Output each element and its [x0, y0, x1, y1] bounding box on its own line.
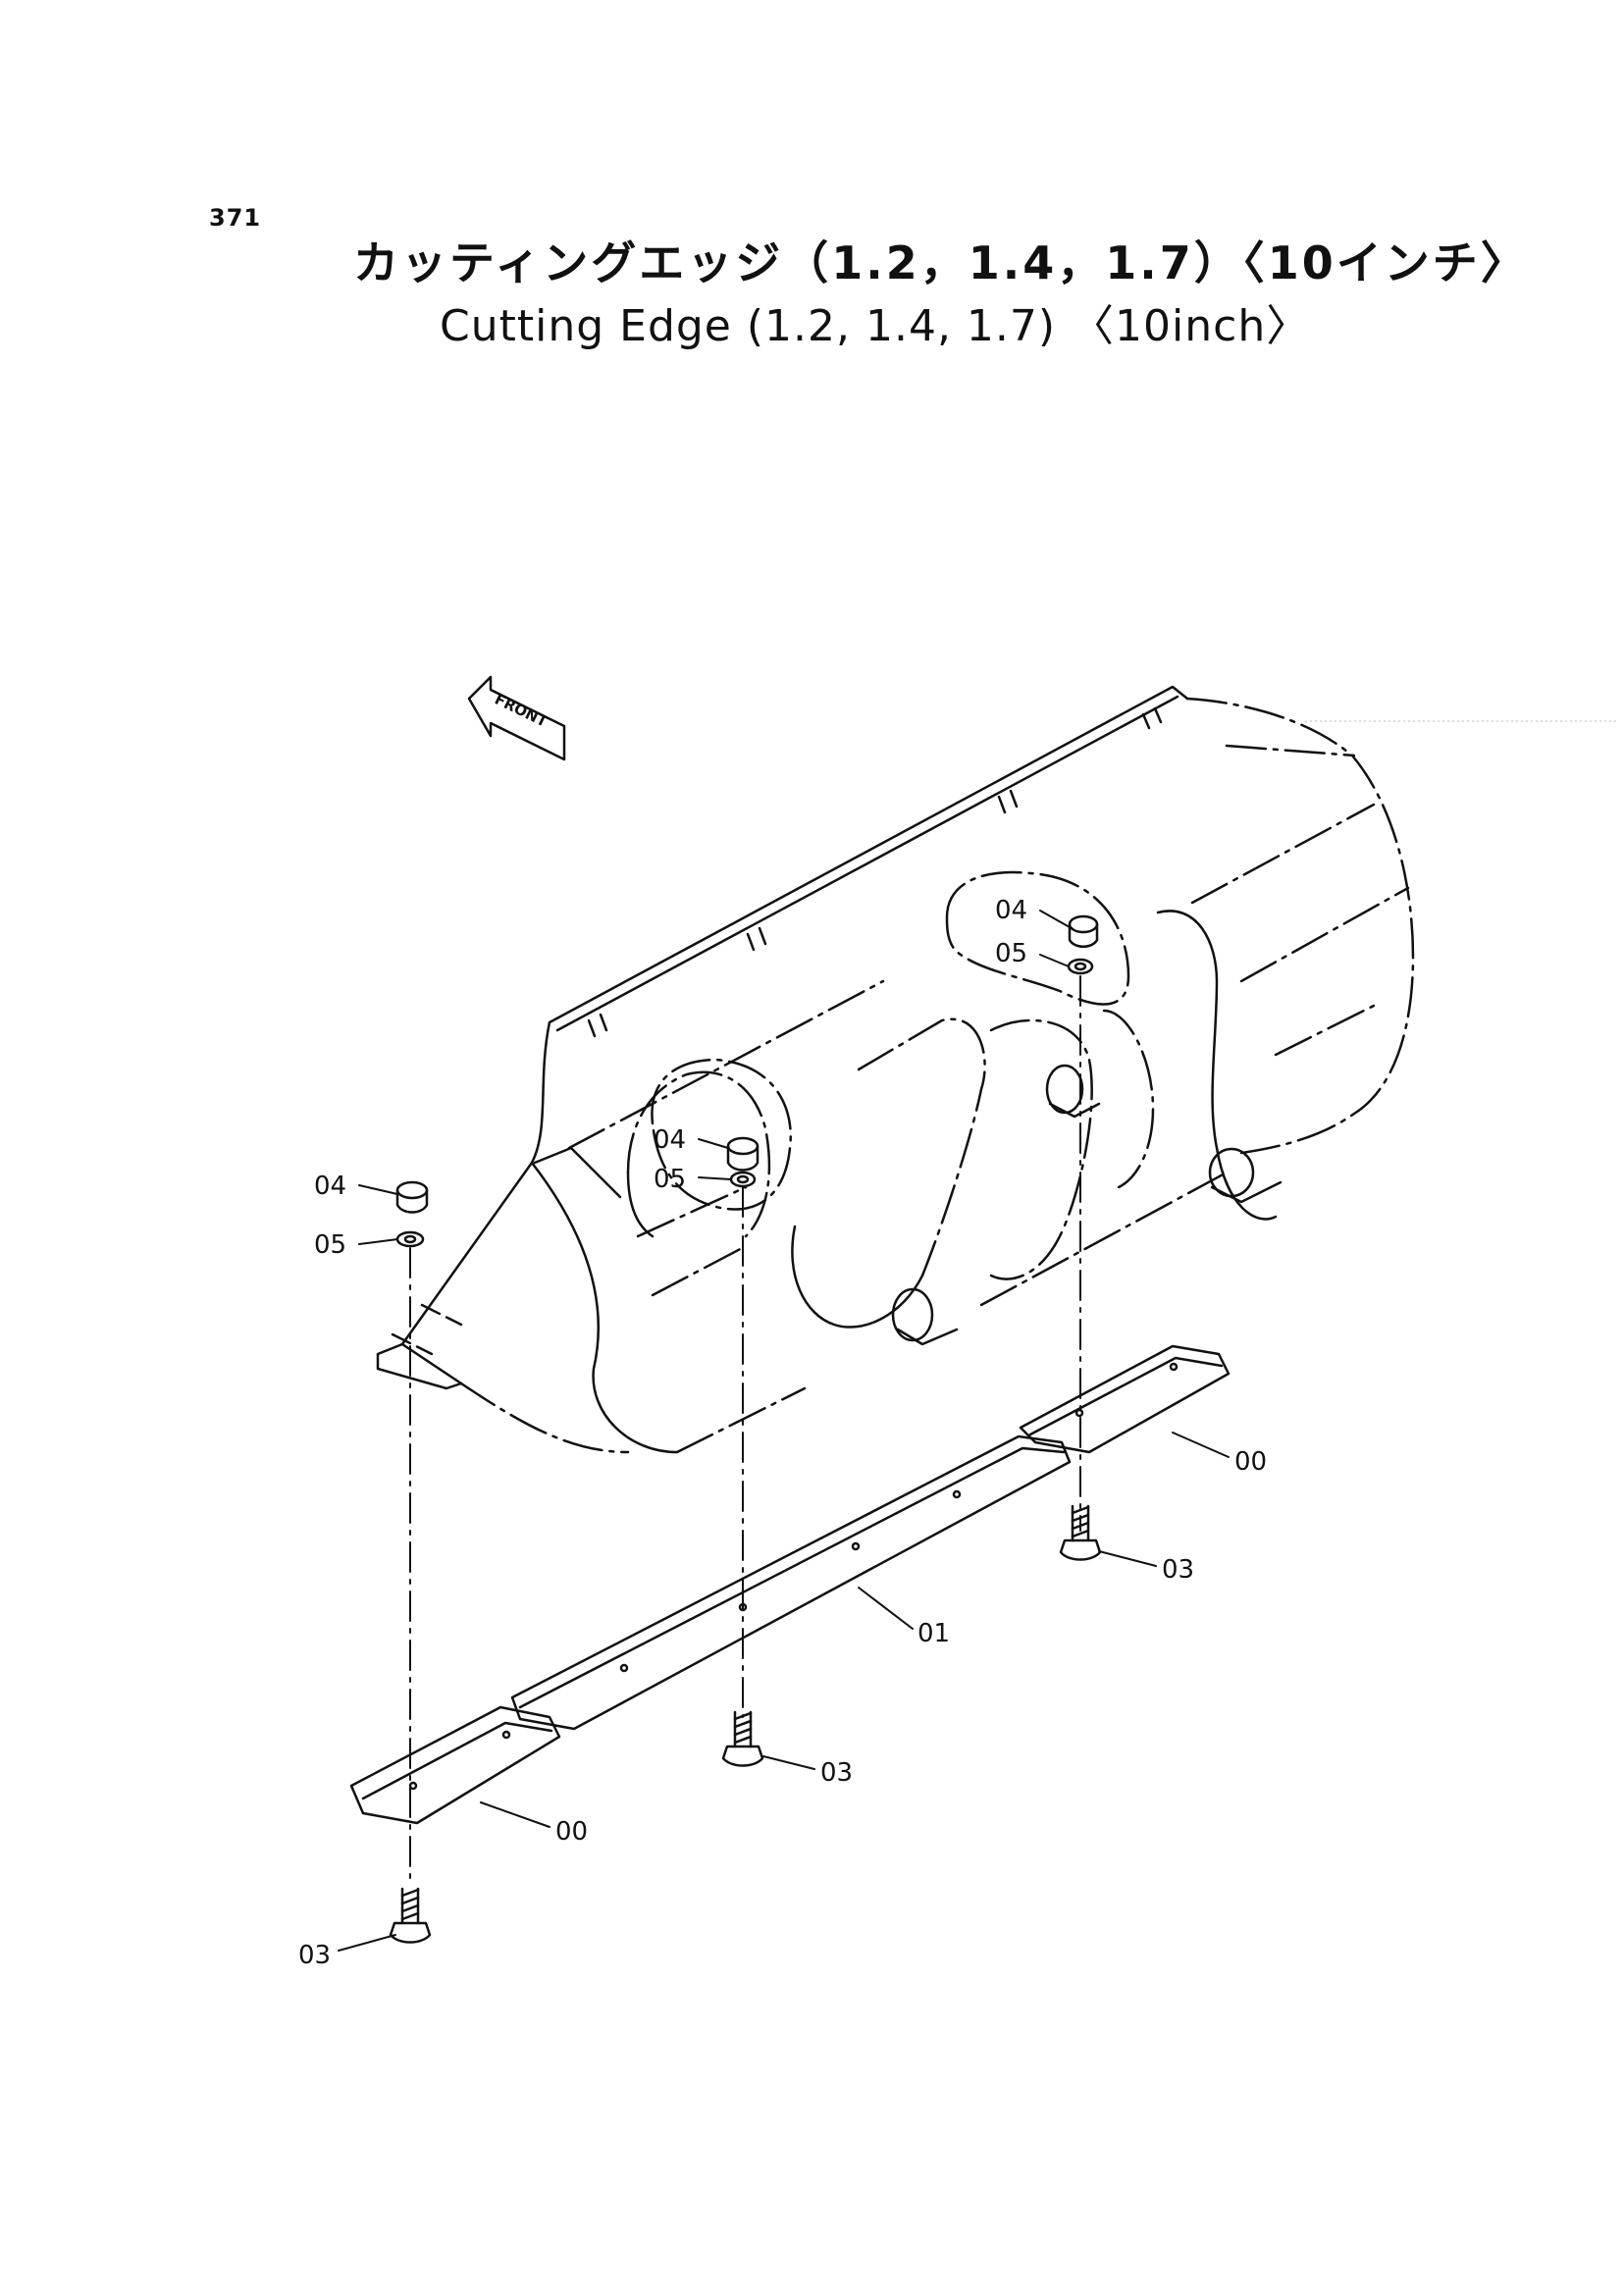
title-japanese: カッティングエッジ（1.2，1.4，1.7）〈10インチ〉 — [353, 236, 1529, 289]
right-edge-plate — [1019, 1344, 1231, 1454]
mid-bolt — [721, 1710, 764, 1767]
callout-left-nut: 04 — [314, 1172, 346, 1201]
right-bolt — [1059, 1504, 1102, 1561]
left-bolt — [389, 1887, 432, 1944]
mid-washer — [729, 1171, 757, 1188]
front-arrow: FRONT — [467, 675, 566, 761]
callout-center-edge: 01 — [917, 1619, 950, 1648]
callout-labels: 04 05 04 05 04 05 00 00 01 03 03 03 — [298, 896, 1267, 1970]
callout-right-edge: 00 — [1234, 1447, 1267, 1477]
left-washer — [395, 1230, 425, 1248]
center-edge-plate — [510, 1434, 1072, 1731]
callout-right-bolt: 03 — [1162, 1555, 1194, 1585]
callout-mid-nut: 04 — [654, 1125, 686, 1155]
callout-mid-bolt: 03 — [820, 1758, 853, 1788]
callout-left-bolt: 03 — [298, 1941, 331, 1970]
callout-mid-washer: 05 — [654, 1165, 686, 1194]
callout-left-washer: 05 — [314, 1230, 346, 1260]
bucket-body — [376, 685, 1415, 1454]
right-washer — [1067, 958, 1094, 975]
right-nut — [1068, 914, 1099, 948]
mid-nut — [726, 1136, 760, 1172]
callout-left-edge: 00 — [555, 1817, 588, 1847]
page-number: 371 — [209, 204, 262, 232]
title-english: Cutting Edge (1.2, 1.4, 1.7) 〈10inch〉 — [440, 301, 1311, 351]
left-nut — [395, 1180, 429, 1214]
left-edge-plate — [349, 1705, 561, 1825]
callout-right-washer: 05 — [995, 939, 1027, 968]
callout-right-nut: 04 — [995, 896, 1027, 925]
